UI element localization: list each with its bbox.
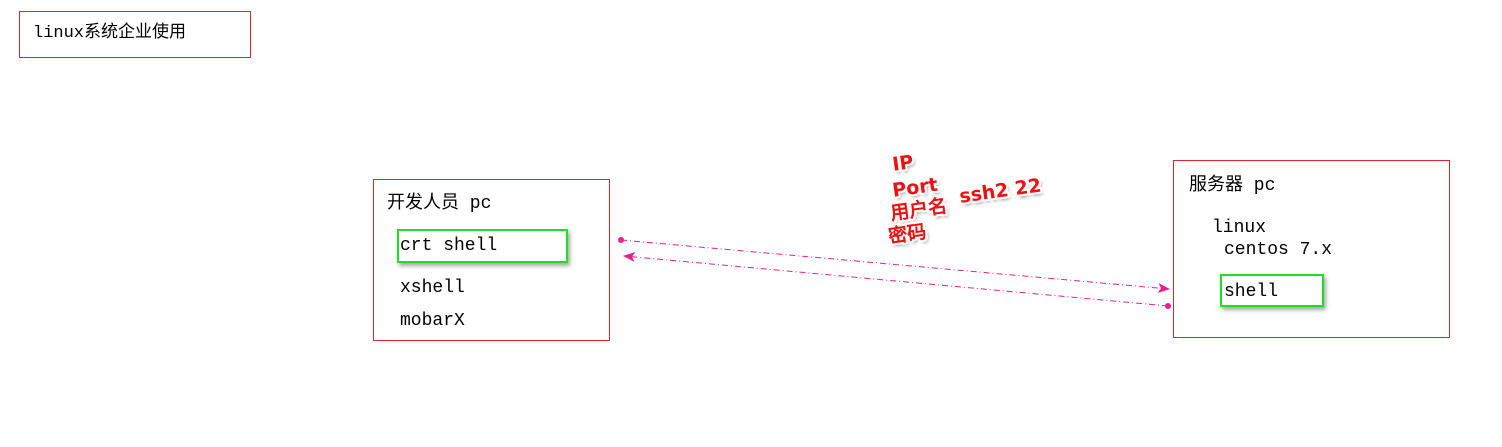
tool-xshell: xshell <box>400 278 465 298</box>
server-pc-title: 服务器 pc <box>1189 176 1276 196</box>
title-label: linux系统企业使用 <box>33 24 187 43</box>
tool-crt-shell: crt shell <box>400 236 498 256</box>
title-box: linux系统企业使用 <box>19 11 251 58</box>
annotation-ip: IP <box>891 151 915 176</box>
server-shell-label: shell <box>1224 282 1279 302</box>
server-os-linux: linux <box>1212 218 1267 238</box>
request-arrow <box>618 237 1170 294</box>
server-pc-box: 服务器 pc linux centos 7.x shell <box>1173 160 1450 338</box>
developer-pc-box: 开发人员 pc crt shell xshell mobarX <box>373 179 610 341</box>
server-shell-highlight <box>1220 274 1324 307</box>
response-arrow <box>623 252 1171 309</box>
crt-shell-highlight <box>397 229 568 263</box>
tool-mobarx: mobarX <box>400 311 465 331</box>
developer-pc-title: 开发人员 pc <box>387 194 492 214</box>
server-os-centos: centos 7.x <box>1224 240 1333 260</box>
